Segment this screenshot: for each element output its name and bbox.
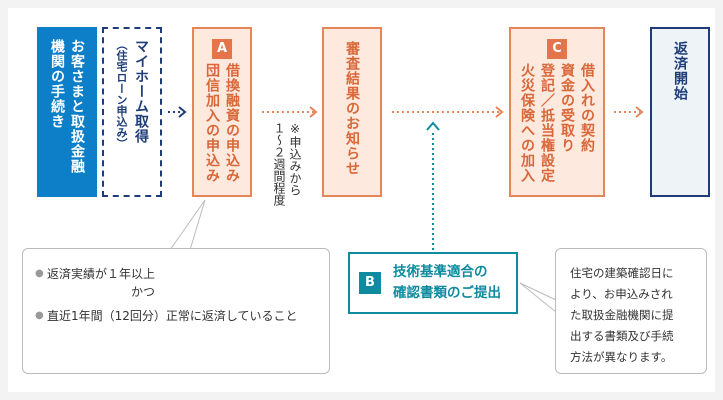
step-b-text: 技術基準適合の 確認書類のご提出 (393, 262, 501, 304)
duration-note: ※申込みから １～２週間程度 (271, 122, 303, 206)
badge-a: A (212, 39, 232, 59)
badge-b: B (359, 272, 381, 294)
step-2-main: マイホーム取得 (133, 39, 149, 144)
step-c-line-4: 火災保険への加入 (519, 63, 535, 183)
eligibility-item-2: 直近1年間（12回分）正常に返済していること (47, 309, 298, 323)
step-a-line-2: 団信加入の申込み (204, 63, 220, 183)
step-customer-procedure: お客さまと取扱金融 機関の手続き (37, 27, 97, 197)
step-home-acquisition: マイホーム取得 （住宅ローン申込み） (102, 27, 162, 197)
documents-note-line-5: 方法が異なります。 (570, 350, 673, 364)
documents-note-callout: 住宅の建築確認日に より、お申込みされ た取扱金融機関に提 出する書類及び手続 … (555, 248, 707, 374)
step-a-line-1: 借換融資の申込み (224, 63, 240, 183)
step-c-line-1: 借入れの契約 (579, 63, 595, 153)
step-2-sub: （住宅ローン申込み） (115, 39, 128, 149)
eligibility-item: ● 返済実績が１年以上 (35, 265, 317, 283)
step-c-line-2: 資金の受取り (559, 63, 575, 153)
step-b-technical-documents: B 技術基準適合の 確認書類のご提出 (348, 252, 518, 314)
eligibility-callout: ● 返済実績が１年以上 かつ ● 直近1年間（12回分）正常に返済していること (22, 248, 330, 374)
step-c-line-3: 登記／抵当権設定 (539, 63, 555, 183)
documents-note-line-1: 住宅の建築確認日に (570, 266, 674, 280)
documents-note-line-3: た取扱金融機関に提 (570, 308, 674, 322)
step-1-line-2: 機関の手続き (49, 39, 65, 129)
duration-note-line-2: １～２週間程度 (272, 122, 286, 206)
bullet-icon: ● (35, 268, 44, 279)
step-review-result-notice: 審査結果のお知らせ (322, 27, 382, 197)
step-repayment-start: 返済開始 (650, 27, 710, 197)
step-b-line-2: 確認書類のご提出 (393, 285, 501, 301)
eligibility-conjunction: かつ (131, 285, 156, 299)
bullet-icon: ● (35, 310, 44, 321)
documents-note-line-2: より、お申込みされ (570, 287, 673, 301)
duration-note-line-1: ※申込みから (288, 122, 302, 196)
eligibility-item-1: 返済実績が１年以上 (47, 267, 156, 281)
step-c-contract: C 借入れの契約 資金の受取り 登記／抵当権設定 火災保険への加入 (509, 27, 605, 197)
step-4-line-1: 審査結果のお知らせ (344, 41, 360, 176)
badge-c: C (547, 39, 567, 59)
step-1-line-1: お客さまと取扱金融 (69, 39, 85, 174)
step-b-line-1: 技術基準適合の (393, 264, 488, 280)
documents-note-line-4: 出する書類及び手続 (570, 329, 674, 343)
eligibility-item: ● 直近1年間（12回分）正常に返済していること (35, 307, 317, 325)
step-6-line-1: 返済開始 (672, 41, 688, 101)
step-a-refinance-application: A 借換融資の申込み 団信加入の申込み (192, 27, 252, 197)
